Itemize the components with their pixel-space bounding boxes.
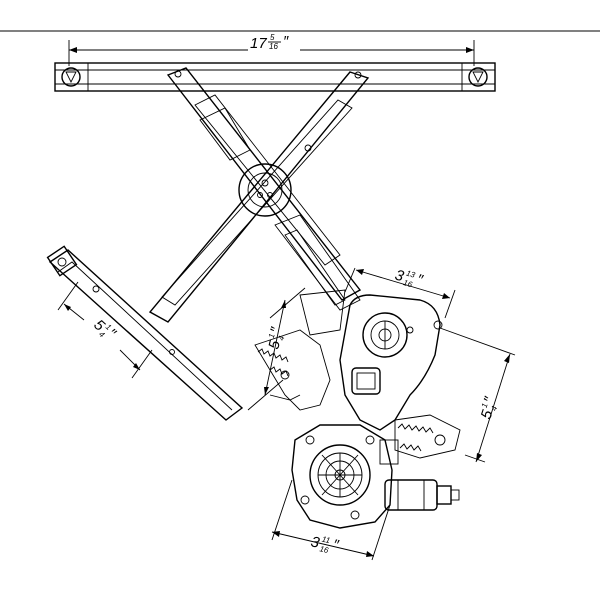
dim-top-whole: 17 [250,35,267,52]
dim-left-num: 1 [104,322,113,332]
left-rail [46,245,244,421]
lower-slot-plate [274,214,361,311]
right-gear-sector [394,414,461,459]
dim-midleft-unit: ″ [267,325,285,335]
top-rail [54,62,496,92]
dimension-top-rail: 17 5 16 ″ [68,33,475,66]
motor-cylinder [384,479,460,511]
arm-right-to-left [148,71,370,323]
dimension-right-side: 5 1 4 ″ [439,327,516,463]
dim-right-num: 1 [480,402,490,409]
dimension-motor-width: 3 11 16 ″ [271,479,391,561]
dim-top-unit: ″ [283,33,289,50]
dim-left-den: 4 [97,330,107,340]
dimension-left-rail: 5 1 4 ″ [57,281,153,379]
arm-left-to-right [166,67,362,301]
center-pivot [238,163,292,217]
motor-assembly [291,424,399,529]
dim-ur-unit: ″ [414,271,425,289]
dim-midleft-num: 1 [267,333,277,339]
dim-right-unit: ″ [481,394,499,405]
dim-motor-unit: ″ [331,536,341,554]
left-gear-sector [254,289,346,411]
pivot-housing [339,294,443,431]
dim-motor-den: 16 [319,544,330,555]
dim-motor-num: 11 [321,535,331,546]
dim-top-num: 5 [270,33,275,42]
dim-ur-den: 16 [402,278,414,289]
dim-top-den: 16 [269,42,278,51]
dim-midleft-den: 4 [277,334,287,341]
dimension-upper-right: 3 13 16 ″ [344,267,456,319]
dim-right-den: 4 [489,404,499,412]
dimension-mid-left: 5 1 4 ″ [247,287,306,411]
dim-ur-num: 13 [405,269,417,280]
